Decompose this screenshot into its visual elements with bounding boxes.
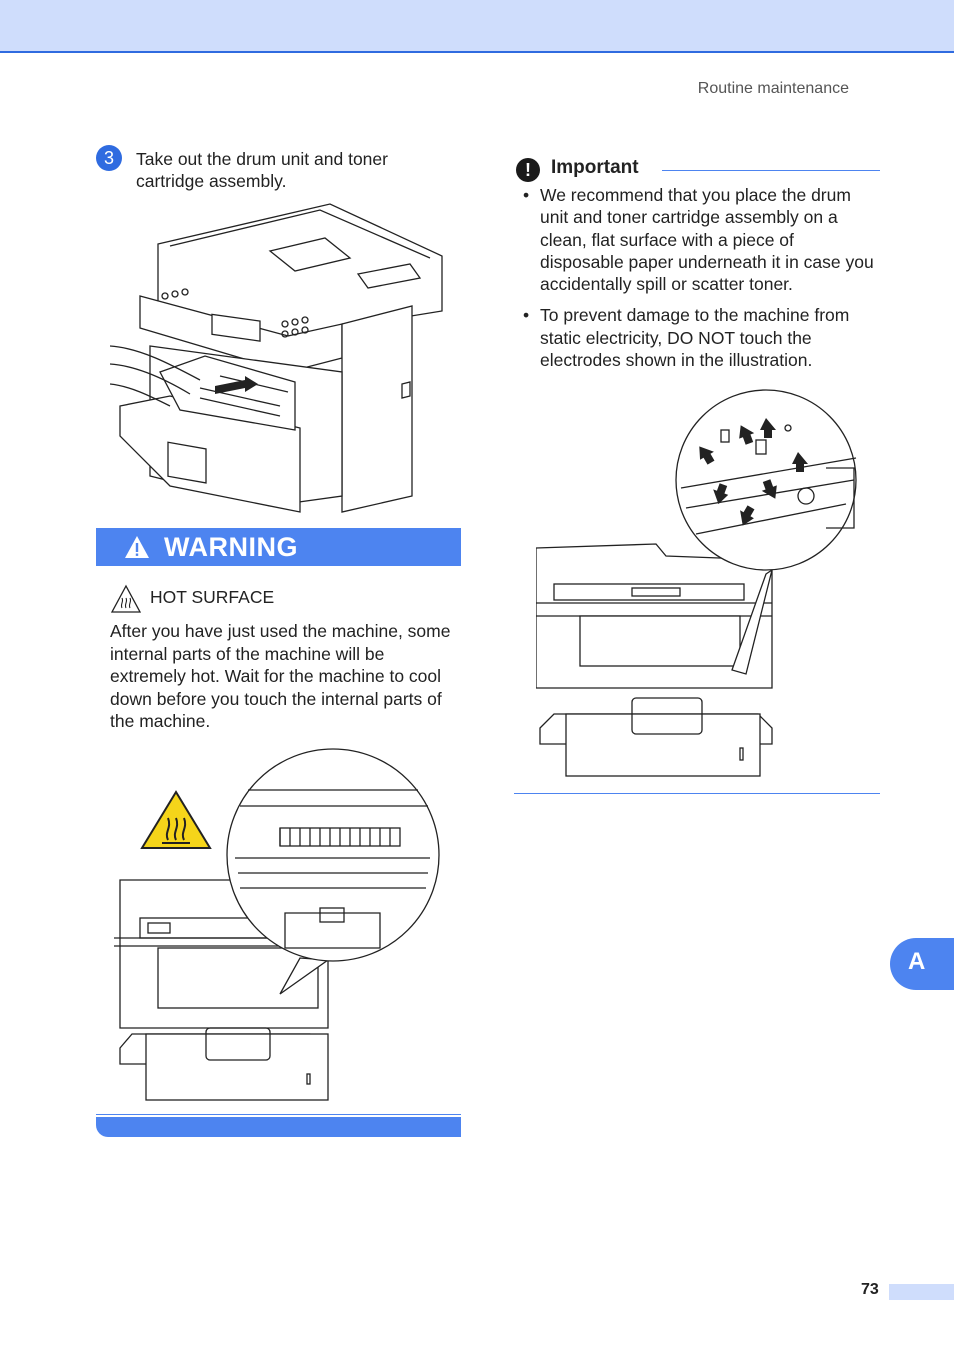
important-title: Important <box>551 157 639 178</box>
header-band <box>0 0 954 53</box>
warning-bottom-bar <box>96 1117 461 1137</box>
warning-banner: WARNING <box>96 528 461 566</box>
warning-icon <box>125 536 149 558</box>
warning-bottom-rule <box>96 1114 461 1115</box>
electrodes-illustration <box>536 389 857 777</box>
important-item: To prevent damage to the machine from st… <box>522 304 880 371</box>
hot-surface-illustration <box>114 748 440 1101</box>
hot-surface-small-icon <box>110 584 142 613</box>
important-rule <box>662 170 880 171</box>
hot-surface-label: HOT SURFACE <box>150 587 275 607</box>
warning-title: WARNING <box>164 532 298 562</box>
important-bottom-rule <box>514 793 880 794</box>
appendix-tab-label: A <box>908 948 926 975</box>
warning-body: After you have just used the machine, so… <box>110 621 451 731</box>
important-item: We recommend that you place the drum uni… <box>522 184 880 295</box>
page-number: 73 <box>861 1281 879 1298</box>
important-list: We recommend that you place the drum uni… <box>522 184 880 380</box>
important-icon: ! <box>516 158 540 182</box>
footer-bar <box>889 1284 954 1300</box>
step-number: 3 <box>96 145 122 171</box>
drum-removal-illustration <box>110 203 443 513</box>
section-title: Routine maintenance <box>697 80 849 97</box>
step-text: Take out the drum unit and toner cartrid… <box>136 149 388 191</box>
appendix-tab[interactable]: A <box>890 938 954 990</box>
hot-surface-symbol-icon <box>140 790 212 849</box>
